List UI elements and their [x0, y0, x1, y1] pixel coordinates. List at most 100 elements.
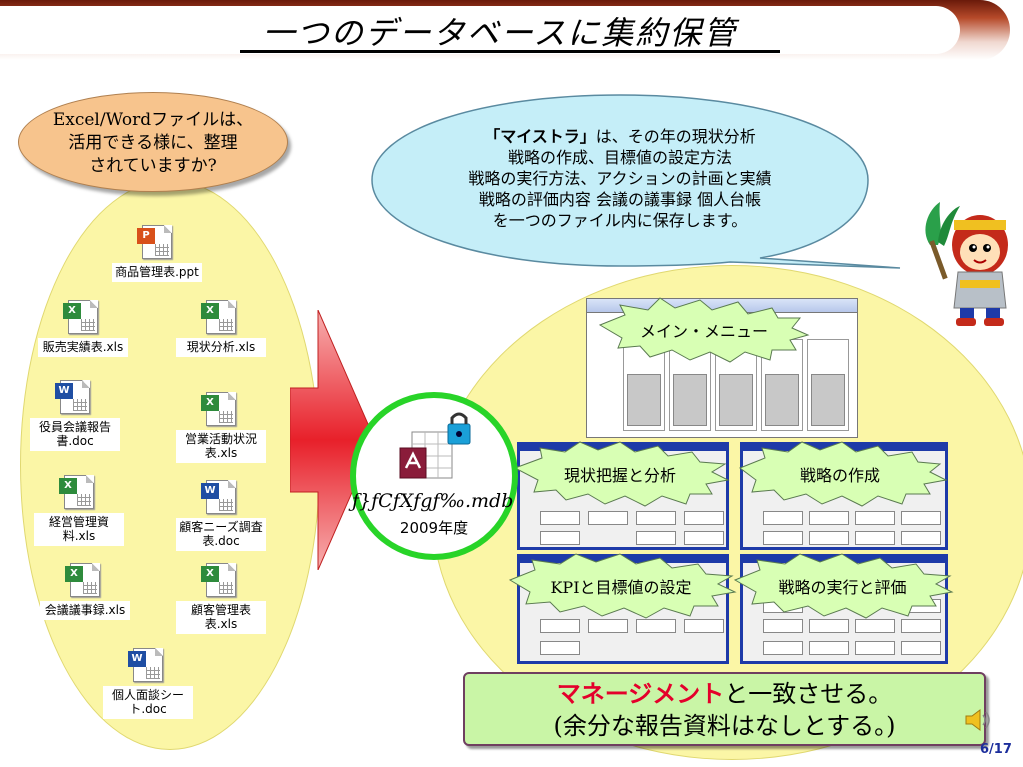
speech-line-4: 戦略の評価内容 会議の議事録 個人台帳 — [478, 190, 762, 209]
file-name: 商品管理表.ppt — [112, 263, 202, 282]
screen-button — [855, 641, 895, 655]
screen-button — [901, 531, 941, 545]
strategy-execution-label: 戦略の実行と評価 — [778, 578, 907, 597]
screen-button — [540, 531, 580, 545]
question-line-3: されていますか? — [89, 156, 217, 176]
file-name: 販売実績表.xls — [38, 338, 128, 357]
screen-button — [588, 511, 628, 525]
excel-file-icon: X — [201, 392, 236, 426]
access-database-icon — [399, 412, 471, 479]
question-line-1: Excel/Wordファイルは、 — [52, 110, 254, 130]
database-file-label: ƒ}ƒCƒXƒgƒ‰.mdb — [352, 490, 514, 512]
word-file-icon: W — [55, 380, 90, 414]
screen-button — [636, 619, 676, 633]
mascot-character-icon — [925, 202, 1008, 326]
summary-line-2: (余分な報告資料はなしとする。) — [553, 712, 896, 740]
summary-line-1: と一致させる。 — [724, 680, 893, 708]
kpi-screenshot — [517, 554, 729, 664]
file-item[interactable]: X 販売実績表.xls — [38, 300, 128, 357]
screen-button — [809, 531, 849, 545]
speaker-icon[interactable] — [964, 708, 992, 732]
speech-line-2: 戦略の作成、目標値の設定方法 — [507, 148, 732, 167]
page-number: 6/17 — [980, 742, 1012, 757]
screen-button — [540, 511, 580, 525]
app-name: 「マイストラ」 — [484, 127, 596, 146]
powerpoint-file-icon: P — [137, 225, 172, 259]
excel-file-icon: X — [65, 563, 100, 597]
window-titlebar — [587, 299, 857, 313]
file-item[interactable]: X 経営管理資料.xls — [34, 475, 124, 546]
menu-tile — [669, 339, 711, 431]
screen-button — [901, 511, 941, 525]
screen-button — [636, 511, 676, 525]
file-item[interactable]: X 現状分析.xls — [176, 300, 266, 357]
excel-file-icon: X — [59, 475, 94, 509]
analysis-screenshot — [517, 442, 729, 550]
main-menu-label: メイン・メニュー — [639, 322, 768, 341]
screen-button — [763, 531, 803, 545]
slide-title: 一つのデータベースに集約保管 — [262, 14, 738, 52]
screen-button — [763, 619, 803, 633]
screen-button — [763, 511, 803, 525]
screen-button — [540, 619, 580, 633]
title-band-inner — [0, 6, 960, 54]
screen-button — [809, 641, 849, 655]
speech-line-3: 戦略の実行方法、アクションの計画と実績 — [468, 169, 772, 188]
question-line-2: 活用できる様に、整理 — [68, 133, 238, 153]
screen-button — [540, 641, 580, 655]
file-item[interactable]: X 顧客管理表表.xls — [176, 563, 266, 634]
file-name: 個人面談シート.doc — [103, 686, 193, 719]
screen-button — [901, 619, 941, 633]
analysis-label: 現状把握と分析 — [563, 466, 676, 485]
file-item[interactable]: W 役員会議報告書.doc — [30, 380, 120, 451]
menu-tile — [761, 339, 803, 431]
screen-button — [684, 511, 724, 525]
right-arrow-icon — [290, 310, 375, 570]
kpi-label: KPIと目標値の設定 — [550, 578, 692, 597]
file-name: 役員会議報告書.doc — [30, 418, 120, 451]
strategy-execution-screenshot — [740, 554, 948, 664]
file-item[interactable]: W 個人面談シート.doc — [103, 648, 193, 719]
strategy-creation-screenshot — [740, 442, 948, 550]
title-underline — [240, 50, 780, 53]
file-item[interactable]: W 顧客ニーズ調査表.doc — [176, 480, 266, 551]
question-bubble: Excel/Wordファイルは、 活用できる様に、整理 されていますか? — [18, 92, 288, 192]
menu-tile — [807, 339, 849, 431]
summary-highlight: マネージメント — [556, 680, 725, 708]
file-item[interactable]: X 会議議事録.xls — [40, 563, 130, 620]
excel-file-icon: X — [201, 563, 236, 597]
strategy-creation-label: 戦略の作成 — [799, 466, 880, 485]
screen-button — [763, 641, 803, 655]
file-name: 顧客管理表表.xls — [176, 601, 266, 634]
file-name: 会議議事録.xls — [40, 601, 130, 620]
word-file-icon: W — [201, 480, 236, 514]
database-year: 2009年度 — [399, 519, 469, 537]
file-name: 営業活動状況表.xls — [176, 430, 266, 463]
screen-button — [763, 599, 803, 613]
screen-button — [901, 599, 941, 613]
file-name: 現状分析.xls — [176, 338, 266, 357]
screen-button — [855, 511, 895, 525]
screen-button — [809, 619, 849, 633]
screen-button — [855, 619, 895, 633]
file-name: 顧客ニーズ調査表.doc — [176, 518, 266, 551]
word-file-icon: W — [128, 648, 163, 682]
menu-tile — [623, 339, 665, 431]
summary-box: マネージメントと一致させる。 (余分な報告資料はなしとする。) — [463, 672, 986, 746]
screen-button — [684, 531, 724, 545]
screen-button — [809, 511, 849, 525]
file-item[interactable]: P 商品管理表.ppt — [112, 225, 202, 282]
screen-button — [901, 641, 941, 655]
speech-line-5: を一つのファイル内に保存します。 — [492, 211, 748, 230]
excel-file-icon: X — [63, 300, 98, 334]
screen-button — [588, 619, 628, 633]
title-band — [0, 0, 1010, 60]
speech-line-1: は、その年の現状分析 — [595, 127, 756, 146]
excel-file-icon: X — [201, 300, 236, 334]
menu-tile — [715, 339, 757, 431]
speech-text: 「マイストラ」は、その年の現状分析 戦略の作成、目標値の設定方法 戦略の実行方法… — [420, 126, 820, 231]
screen-button — [855, 531, 895, 545]
file-name: 経営管理資料.xls — [34, 513, 124, 546]
file-item[interactable]: X 営業活動状況表.xls — [176, 392, 266, 463]
